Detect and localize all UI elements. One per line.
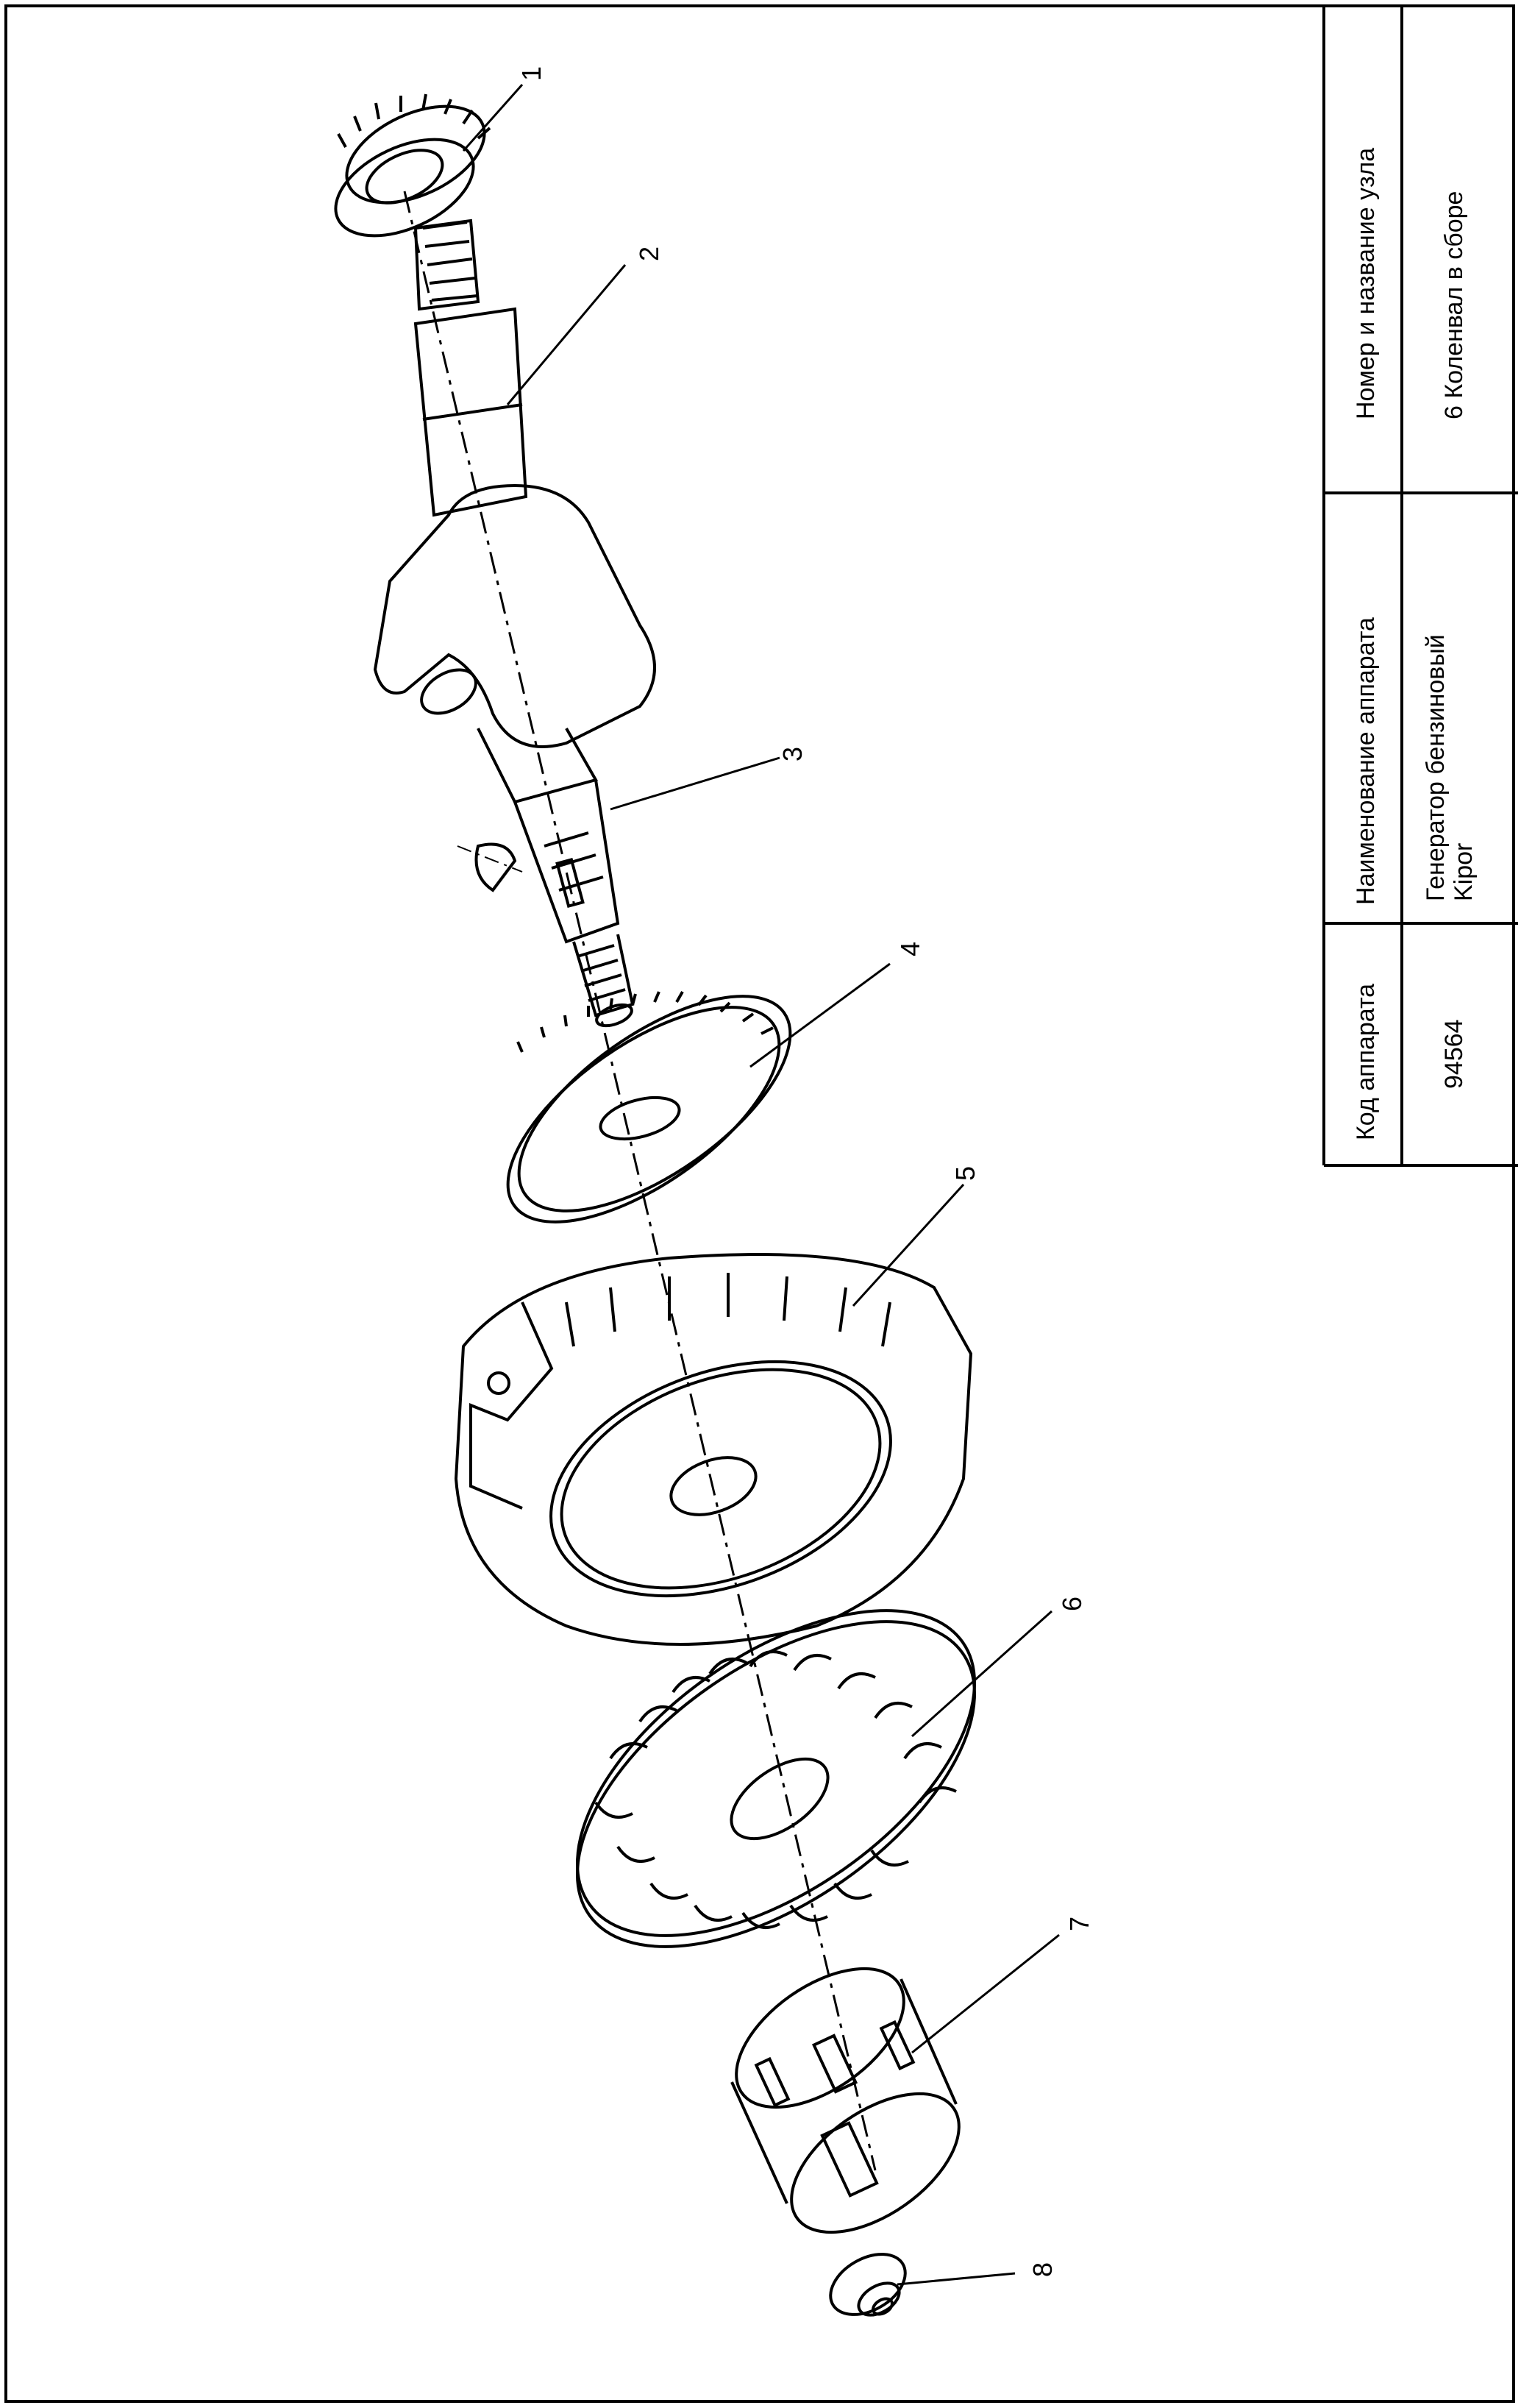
callout-7: 7 xyxy=(1064,1917,1094,1931)
title-header-unit: Номер и название узла xyxy=(1352,147,1380,419)
part-4-gear-wheel xyxy=(506,991,792,1223)
part-3-woodruff-key xyxy=(457,842,585,909)
drawing-sheet: 1 2 3 4 5 6 7 8 Код аппарата Наименовани… xyxy=(4,4,1518,2403)
title-value-name-line1: Генератор бензиновый xyxy=(1422,634,1450,901)
callout-4: 4 xyxy=(895,942,925,956)
callout-2: 2 xyxy=(634,246,664,261)
callout-6: 6 xyxy=(1057,1597,1087,1611)
part-7-starter-cup xyxy=(730,1967,961,2234)
title-header-name: Наименование аппарата xyxy=(1352,617,1380,905)
part-2-crankshaft xyxy=(373,219,656,1028)
callout-leader-lines xyxy=(462,84,1060,2286)
title-value-unit: 6 Коленвал в сборе xyxy=(1440,191,1468,419)
callout-3: 3 xyxy=(777,747,808,761)
callout-labels: 1 2 3 4 5 6 7 8 xyxy=(516,66,1094,2277)
part-5-flywheel-housing xyxy=(454,1253,973,1646)
title-header-code: Код аппарата xyxy=(1352,983,1380,1140)
assembly-center-axis xyxy=(403,191,877,2171)
part-6-cooling-fan xyxy=(575,1609,977,1948)
callout-5: 5 xyxy=(950,1166,980,1181)
part-8-flange-nut xyxy=(829,2253,907,2317)
callout-1: 1 xyxy=(516,66,546,81)
title-value-code: 94564 xyxy=(1440,1019,1468,1089)
part-1-timing-gear xyxy=(334,93,491,238)
callout-8: 8 xyxy=(1027,2262,1058,2277)
title-value-name-line2: Kipor xyxy=(1450,842,1478,901)
exploded-crankshaft-assembly-drawing: 1 2 3 4 5 6 7 8 xyxy=(334,7,1518,2317)
title-block-frame xyxy=(1322,7,1518,1167)
